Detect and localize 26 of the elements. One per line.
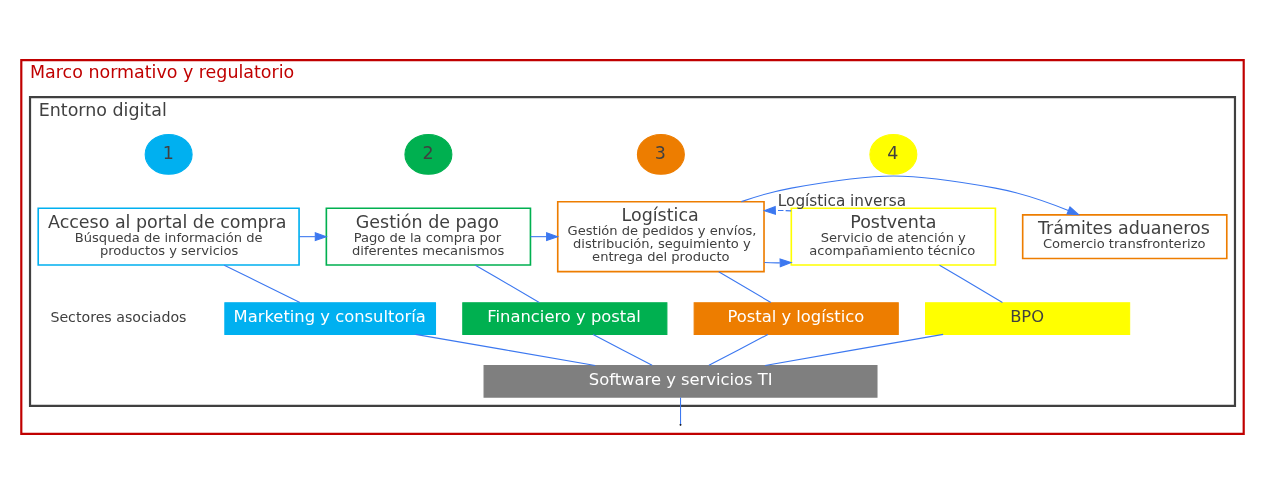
connector xyxy=(718,271,772,304)
connector xyxy=(474,264,540,304)
node-ellipse: 3 xyxy=(636,133,685,175)
node-box: Acceso al portal de compra Búsqueda de información de productos y servicios xyxy=(37,207,300,266)
arrow xyxy=(740,175,1081,216)
node-box: Marketing y consultoría xyxy=(224,302,437,335)
connector xyxy=(223,264,301,304)
node-box: Financiero y postal xyxy=(462,302,668,335)
connector xyxy=(708,333,769,366)
connector xyxy=(414,333,596,366)
node-ellipse: 1 xyxy=(144,133,193,175)
connector xyxy=(764,333,944,366)
node-box: Gestión de pago Pago de la compra por diferentes mecanismos xyxy=(325,207,532,266)
connector xyxy=(592,333,653,366)
node-ellipse: 2 xyxy=(404,133,453,175)
arrow xyxy=(762,205,792,216)
connector xyxy=(939,264,1003,304)
node-box: Software y servicios TI xyxy=(483,364,878,398)
label: Sectores asociados xyxy=(50,309,187,326)
arrow xyxy=(763,258,793,268)
node-ellipse: 4 xyxy=(869,133,918,175)
connector xyxy=(679,397,682,425)
node-box: Trámites aduaneros Comercio transfronterizo xyxy=(1021,214,1228,260)
node-box: Postal y logístico xyxy=(693,302,899,335)
node-box: Logística Gestión de pedidos y envíos, distribución, seguimiento y entrega del producto xyxy=(556,200,765,273)
node-box: BPO xyxy=(925,302,1131,335)
